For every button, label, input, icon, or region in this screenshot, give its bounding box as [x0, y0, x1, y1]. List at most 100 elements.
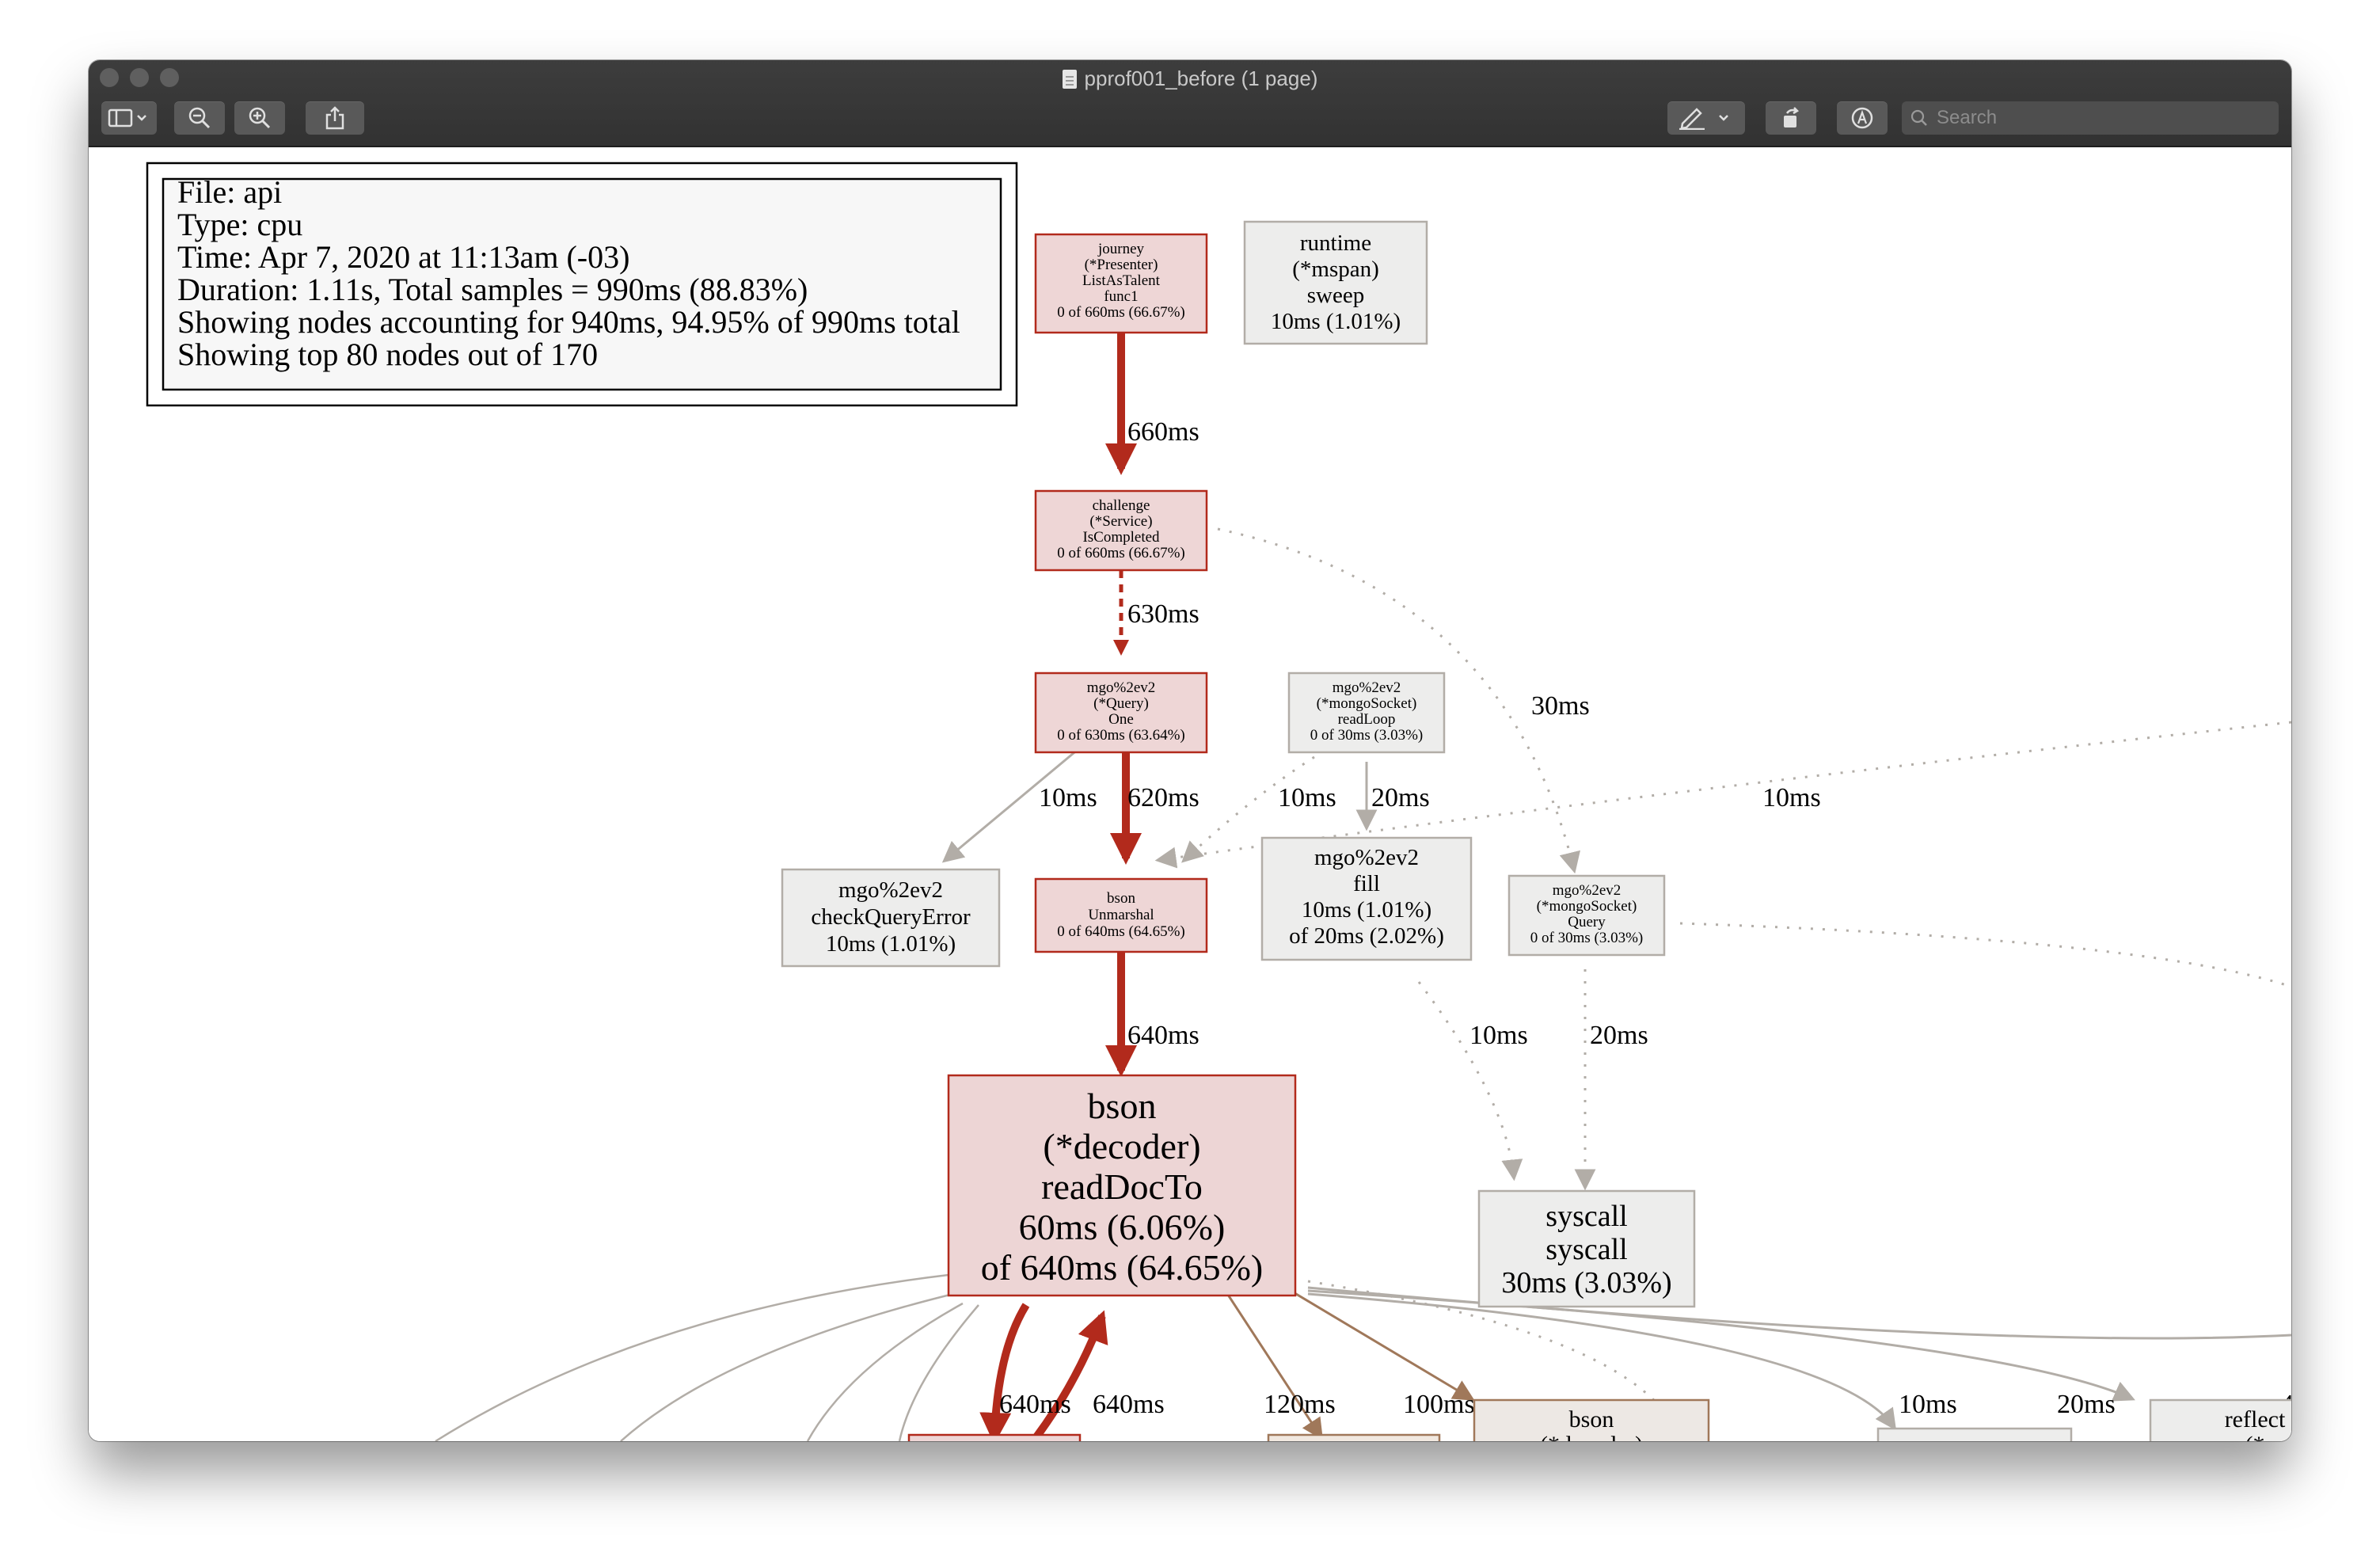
zoom-in-button[interactable]	[234, 101, 285, 135]
zoom-out-button[interactable]	[174, 101, 225, 135]
edge-readloop-unmarshal	[1181, 755, 1315, 863]
node-bottom-tan-partial[interactable]	[1267, 1433, 1441, 1441]
node-text: ListAsTalent	[1082, 272, 1161, 289]
title-bar: pprof001_before (1 page)	[89, 60, 2291, 147]
node-text: 0 of 30ms (3.03%)	[1310, 727, 1423, 744]
node-text: 0 of 660ms (66.67%)	[1057, 545, 1184, 561]
node-text: 30ms (3.03%)	[1501, 1266, 1671, 1299]
node-mgo-readloop[interactable]: mgo%2ev2 (*mongoSocket) readLoop 0 of 30…	[1287, 672, 1446, 754]
edge-label: 10ms	[1469, 1021, 1528, 1050]
legend-line: Duration: 1.11s, Total samples = 990ms (…	[177, 272, 808, 307]
sidebar-toggle-button[interactable]	[101, 101, 157, 135]
document-canvas[interactable]: File: api Type: cpu Time: Apr 7, 2020 at…	[89, 147, 2291, 1441]
annotate-icon	[1851, 107, 1873, 129]
node-mgo-fill[interactable]: mgo%2ev2 fill 10ms (1.01%) of 20ms (2.02…	[1260, 836, 1473, 961]
edge-readdocto-left-1	[435, 1273, 949, 1441]
edge-down-readdocto	[1032, 1310, 1108, 1440]
minimize-window-button[interactable]	[130, 68, 149, 87]
node-text: (*mongoSocket)	[1317, 695, 1417, 712]
zoom-window-button[interactable]	[160, 68, 179, 87]
edge-readdocto-reflect	[1307, 1289, 2135, 1402]
node-mgo-query-one[interactable]: mgo%2ev2 (*Query) One 0 of 630ms (63.64%…	[1034, 672, 1208, 754]
rotate-icon	[1784, 107, 1800, 127]
markup-button[interactable]	[1667, 101, 1745, 135]
node-text: Unmarshal	[1088, 907, 1154, 923]
node-text: (*mongoSocket)	[1537, 898, 1637, 915]
node-journey[interactable]: journey (*Presenter) ListAsTalent func1 …	[1034, 233, 1208, 334]
search-input[interactable]	[1937, 107, 2253, 129]
edge-label: 620ms	[1127, 783, 1200, 812]
edge-label: 20ms	[1371, 783, 1430, 812]
node-text: checkQueryError	[811, 904, 971, 930]
node-mgo-checkqueryerror[interactable]: mgo%2ev2 checkQueryError 10ms (1.01%)	[781, 868, 1001, 968]
search-field[interactable]	[1902, 101, 2279, 135]
node-challenge[interactable]: challenge (*Service) IsCompleted 0 of 66…	[1034, 489, 1208, 572]
node-bson-readdocto[interactable]: bson (*decoder) readDocTo 60ms (6.06%) o…	[947, 1074, 1297, 1297]
node-text: bson	[1569, 1406, 1614, 1433]
node-text: bson	[1107, 890, 1135, 907]
node-bottom-gray-partial[interactable]	[1876, 1427, 2073, 1441]
edge-readdocto-far	[1307, 1286, 2291, 1340]
node-text: (*mspan)	[1292, 257, 1379, 282]
node-text: 10ms (1.01%)	[1271, 309, 1401, 334]
document-icon	[1062, 70, 1077, 89]
edge-label: 100ms	[1403, 1390, 1475, 1419]
node-text: (*Query)	[1093, 695, 1149, 712]
legend-line: Time: Apr 7, 2020 at 11:13am (-03)	[177, 239, 629, 275]
node-text: of 20ms (2.02%)	[1289, 923, 1444, 949]
node-text: runtime	[1300, 230, 1371, 256]
edge-label: 630ms	[1127, 599, 1200, 629]
edge-socketquery-right	[1679, 922, 2291, 988]
node-text: (*Service)	[1089, 513, 1152, 530]
zoom-out-icon	[188, 107, 211, 129]
node-text: 0 of 640ms (64.65%)	[1057, 923, 1184, 940]
markup-pen-icon	[1679, 108, 1728, 130]
node-text: journey	[1097, 241, 1145, 257]
close-window-button[interactable]	[100, 68, 119, 87]
edge-label: 10ms	[1762, 783, 1821, 812]
node-text: mgo%2ev2	[1087, 679, 1156, 696]
edge-label: 660ms	[1127, 417, 1200, 447]
node-text: 0 of 30ms (3.03%)	[1530, 930, 1643, 946]
edge-label: 640ms	[1127, 1021, 1200, 1050]
node-text: IsCompleted	[1082, 529, 1160, 546]
node-text: One	[1108, 711, 1134, 728]
edge-label: 10ms	[1899, 1390, 1957, 1419]
edge-label: 30ms	[1531, 691, 1590, 721]
edge-label: 20ms	[2057, 1390, 2116, 1419]
legend-line: Showing top 80 nodes out of 170	[177, 337, 598, 372]
edge-readdocto-gray	[1307, 1292, 1897, 1431]
node-runtime-sweep[interactable]: runtime (*mspan) sweep 10ms (1.01%)	[1243, 220, 1428, 345]
edge-readdocto-left-4	[898, 1304, 979, 1441]
node-text: (*Presenter)	[1085, 257, 1158, 273]
edge-label: 20ms	[1590, 1021, 1648, 1050]
node-bson-unmarshal[interactable]: bson Unmarshal 0 of 640ms (64.65%)	[1034, 877, 1208, 953]
window-title: pprof001_before (1 page)	[1084, 67, 1318, 90]
node-text: fill	[1353, 871, 1380, 896]
edge-label: 120ms	[1264, 1390, 1336, 1419]
node-text: mgo%2ev2	[1314, 845, 1419, 870]
edge-readdocto-tan	[1211, 1271, 1323, 1440]
node-text: 0 of 660ms (66.67%)	[1057, 304, 1184, 321]
node-text: challenge	[1093, 497, 1150, 514]
chevron-down-icon	[137, 115, 146, 121]
edge-readdocto-left-2	[620, 1292, 954, 1441]
node-syscall[interactable]: syscall syscall 30ms (3.03%)	[1477, 1189, 1696, 1308]
node-reflect-partial[interactable]: reflect (*	[2149, 1398, 2291, 1441]
rotate-button[interactable]	[1766, 101, 1816, 135]
graph-nodes: journey (*Presenter) ListAsTalent func1 …	[781, 220, 2291, 1441]
node-text: (*decoder)	[1540, 1432, 1643, 1441]
share-icon	[325, 106, 344, 130]
window-title-wrap: pprof001_before (1 page)	[89, 65, 2291, 92]
node-bottom-red-partial[interactable]	[907, 1433, 1082, 1441]
node-text: reflect	[2225, 1406, 2286, 1433]
zoom-in-icon	[249, 107, 271, 129]
annotate-button[interactable]	[1837, 101, 1888, 135]
node-bson-decoder-partial[interactable]: bson (*decoder)	[1473, 1398, 1710, 1441]
search-icon	[1910, 109, 1927, 126]
share-button[interactable]	[306, 101, 364, 135]
node-text: Query	[1568, 914, 1606, 930]
node-mgo-socket-query[interactable]: mgo%2ev2 (*mongoSocket) Query 0 of 30ms …	[1507, 874, 1666, 957]
node-text: mgo%2ev2	[1333, 679, 1401, 696]
edge-label: 10ms	[1278, 783, 1336, 812]
